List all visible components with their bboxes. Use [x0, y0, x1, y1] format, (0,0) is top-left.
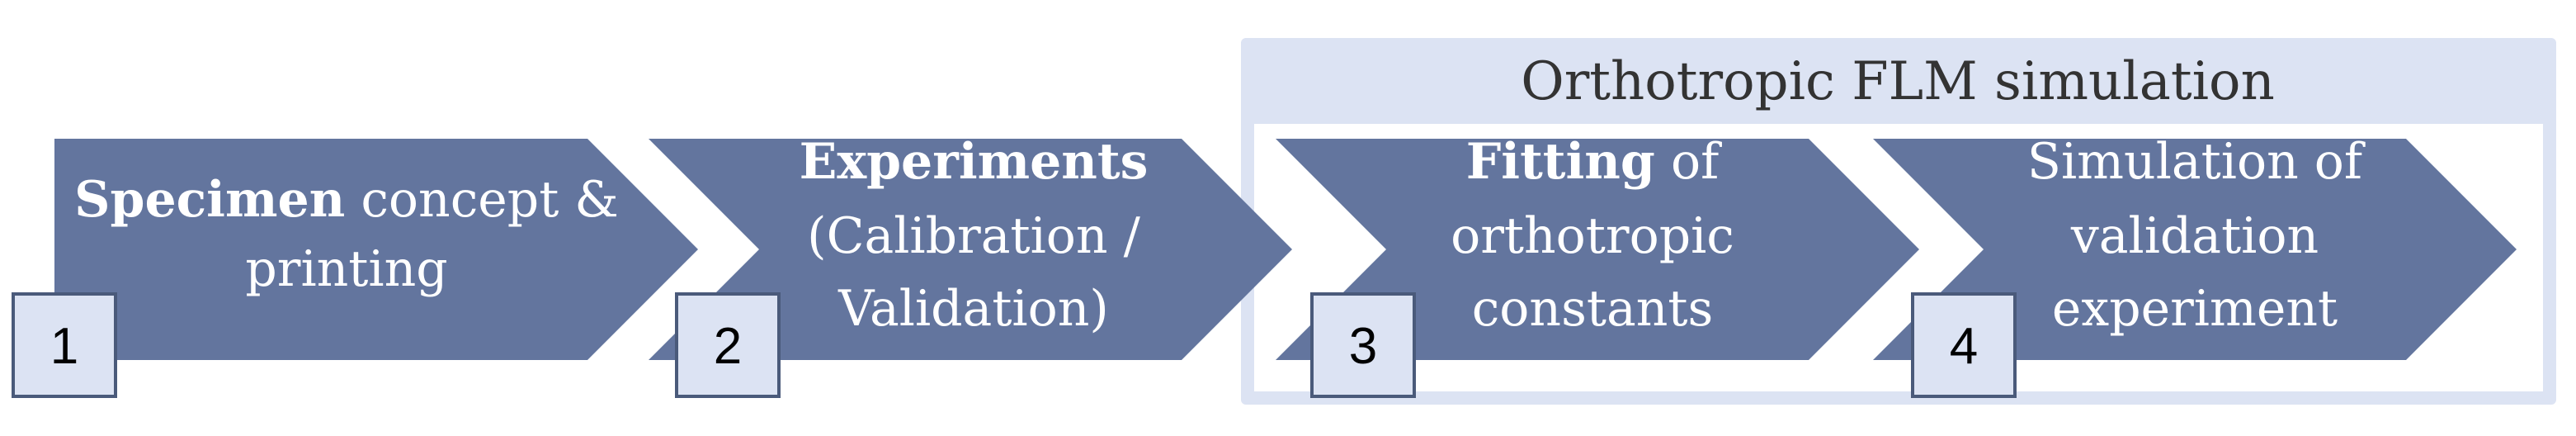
step-4-label-line: validation [2070, 207, 2319, 265]
step-2-number: 2 [714, 318, 742, 375]
step-1-label-line: printing [245, 240, 447, 298]
step-4-chevron [1873, 139, 2517, 360]
step-4-number: 4 [1950, 318, 1978, 375]
step-1: Specimen concept & printing 1 [12, 139, 698, 398]
step-2-number-badge [675, 292, 781, 398]
step-4-label-line: experiment [2052, 280, 2338, 338]
step-4-number-badge [1911, 292, 2017, 398]
step-3-label-line: Fitting of [1466, 133, 1722, 191]
step-3-chevron [1276, 139, 1919, 360]
step-3-label-line: constants [1472, 280, 1714, 338]
step-4: Simulation of validation experiment 4 [1873, 133, 2517, 398]
step-1-chevron [54, 139, 698, 360]
step-2: Experiments (Calibration / Validation) 2 [649, 133, 1292, 398]
step-2-label-line: (Calibration / [807, 207, 1140, 265]
step-2-chevron [649, 139, 1292, 360]
step-3-number-badge [1310, 292, 1416, 398]
step-1-number: 1 [50, 318, 78, 375]
step-2-label-line: Experiments [800, 133, 1149, 191]
step-2-label-line: Validation) [837, 280, 1109, 338]
step-3-label-line: orthotropic [1451, 207, 1734, 265]
step-3: Fitting of orthotropic constants 3 [1276, 133, 1919, 398]
step-3-number: 3 [1349, 318, 1377, 375]
step-1-label-line: Specimen concept & [74, 171, 619, 229]
step-1-number-badge [12, 292, 117, 398]
group-title: Orthotropic FLM simulation [1521, 51, 2275, 112]
step-4-label-line: Simulation of [2027, 133, 2366, 191]
